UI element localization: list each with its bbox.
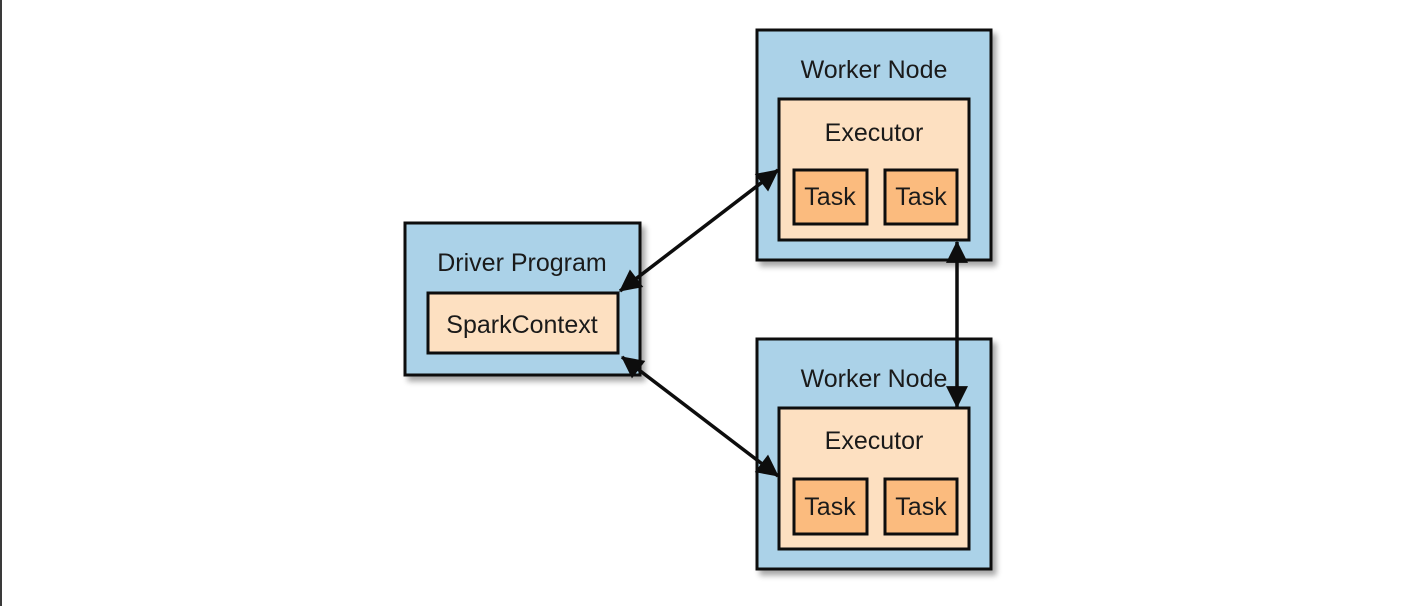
executor-2-label: Executor [825, 427, 924, 455]
task-1-2-box [883, 168, 959, 226]
sparkcontext-label: SparkContext [446, 311, 598, 339]
task-2-1-box [792, 477, 869, 536]
worker-node-1: Worker Node Executor Task Task [755, 28, 993, 262]
worker-node-2-label: Worker Node [801, 365, 948, 393]
driver-program-label: Driver Program [437, 249, 606, 277]
task-2-1-label: Task [804, 493, 856, 521]
driver-program-node: Driver Program SparkContext [403, 221, 642, 377]
edge-driver-worker-1 [618, 168, 780, 293]
task-1-1: Task [792, 168, 869, 226]
task-2-2-box [883, 477, 959, 536]
sparkcontext-box [426, 291, 620, 355]
sparkcontext-component: SparkContext [426, 291, 620, 355]
task-1-2: Task [883, 168, 959, 226]
task-2-2: Task [883, 477, 959, 536]
edge-driver-worker-2 [620, 355, 780, 478]
executor-1: Executor Task Task [777, 97, 971, 242]
task-2-2-label: Task [895, 493, 947, 521]
executor-1-label: Executor [825, 119, 924, 147]
task-1-1-box [792, 168, 869, 226]
worker-node-1-label: Worker Node [801, 56, 948, 84]
task-1-2-label: Task [895, 183, 947, 211]
page-left-border [0, 0, 2, 606]
task-2-1: Task [792, 477, 869, 536]
task-1-1-label: Task [804, 183, 856, 211]
executor-2: Executor Task Task [777, 406, 971, 551]
